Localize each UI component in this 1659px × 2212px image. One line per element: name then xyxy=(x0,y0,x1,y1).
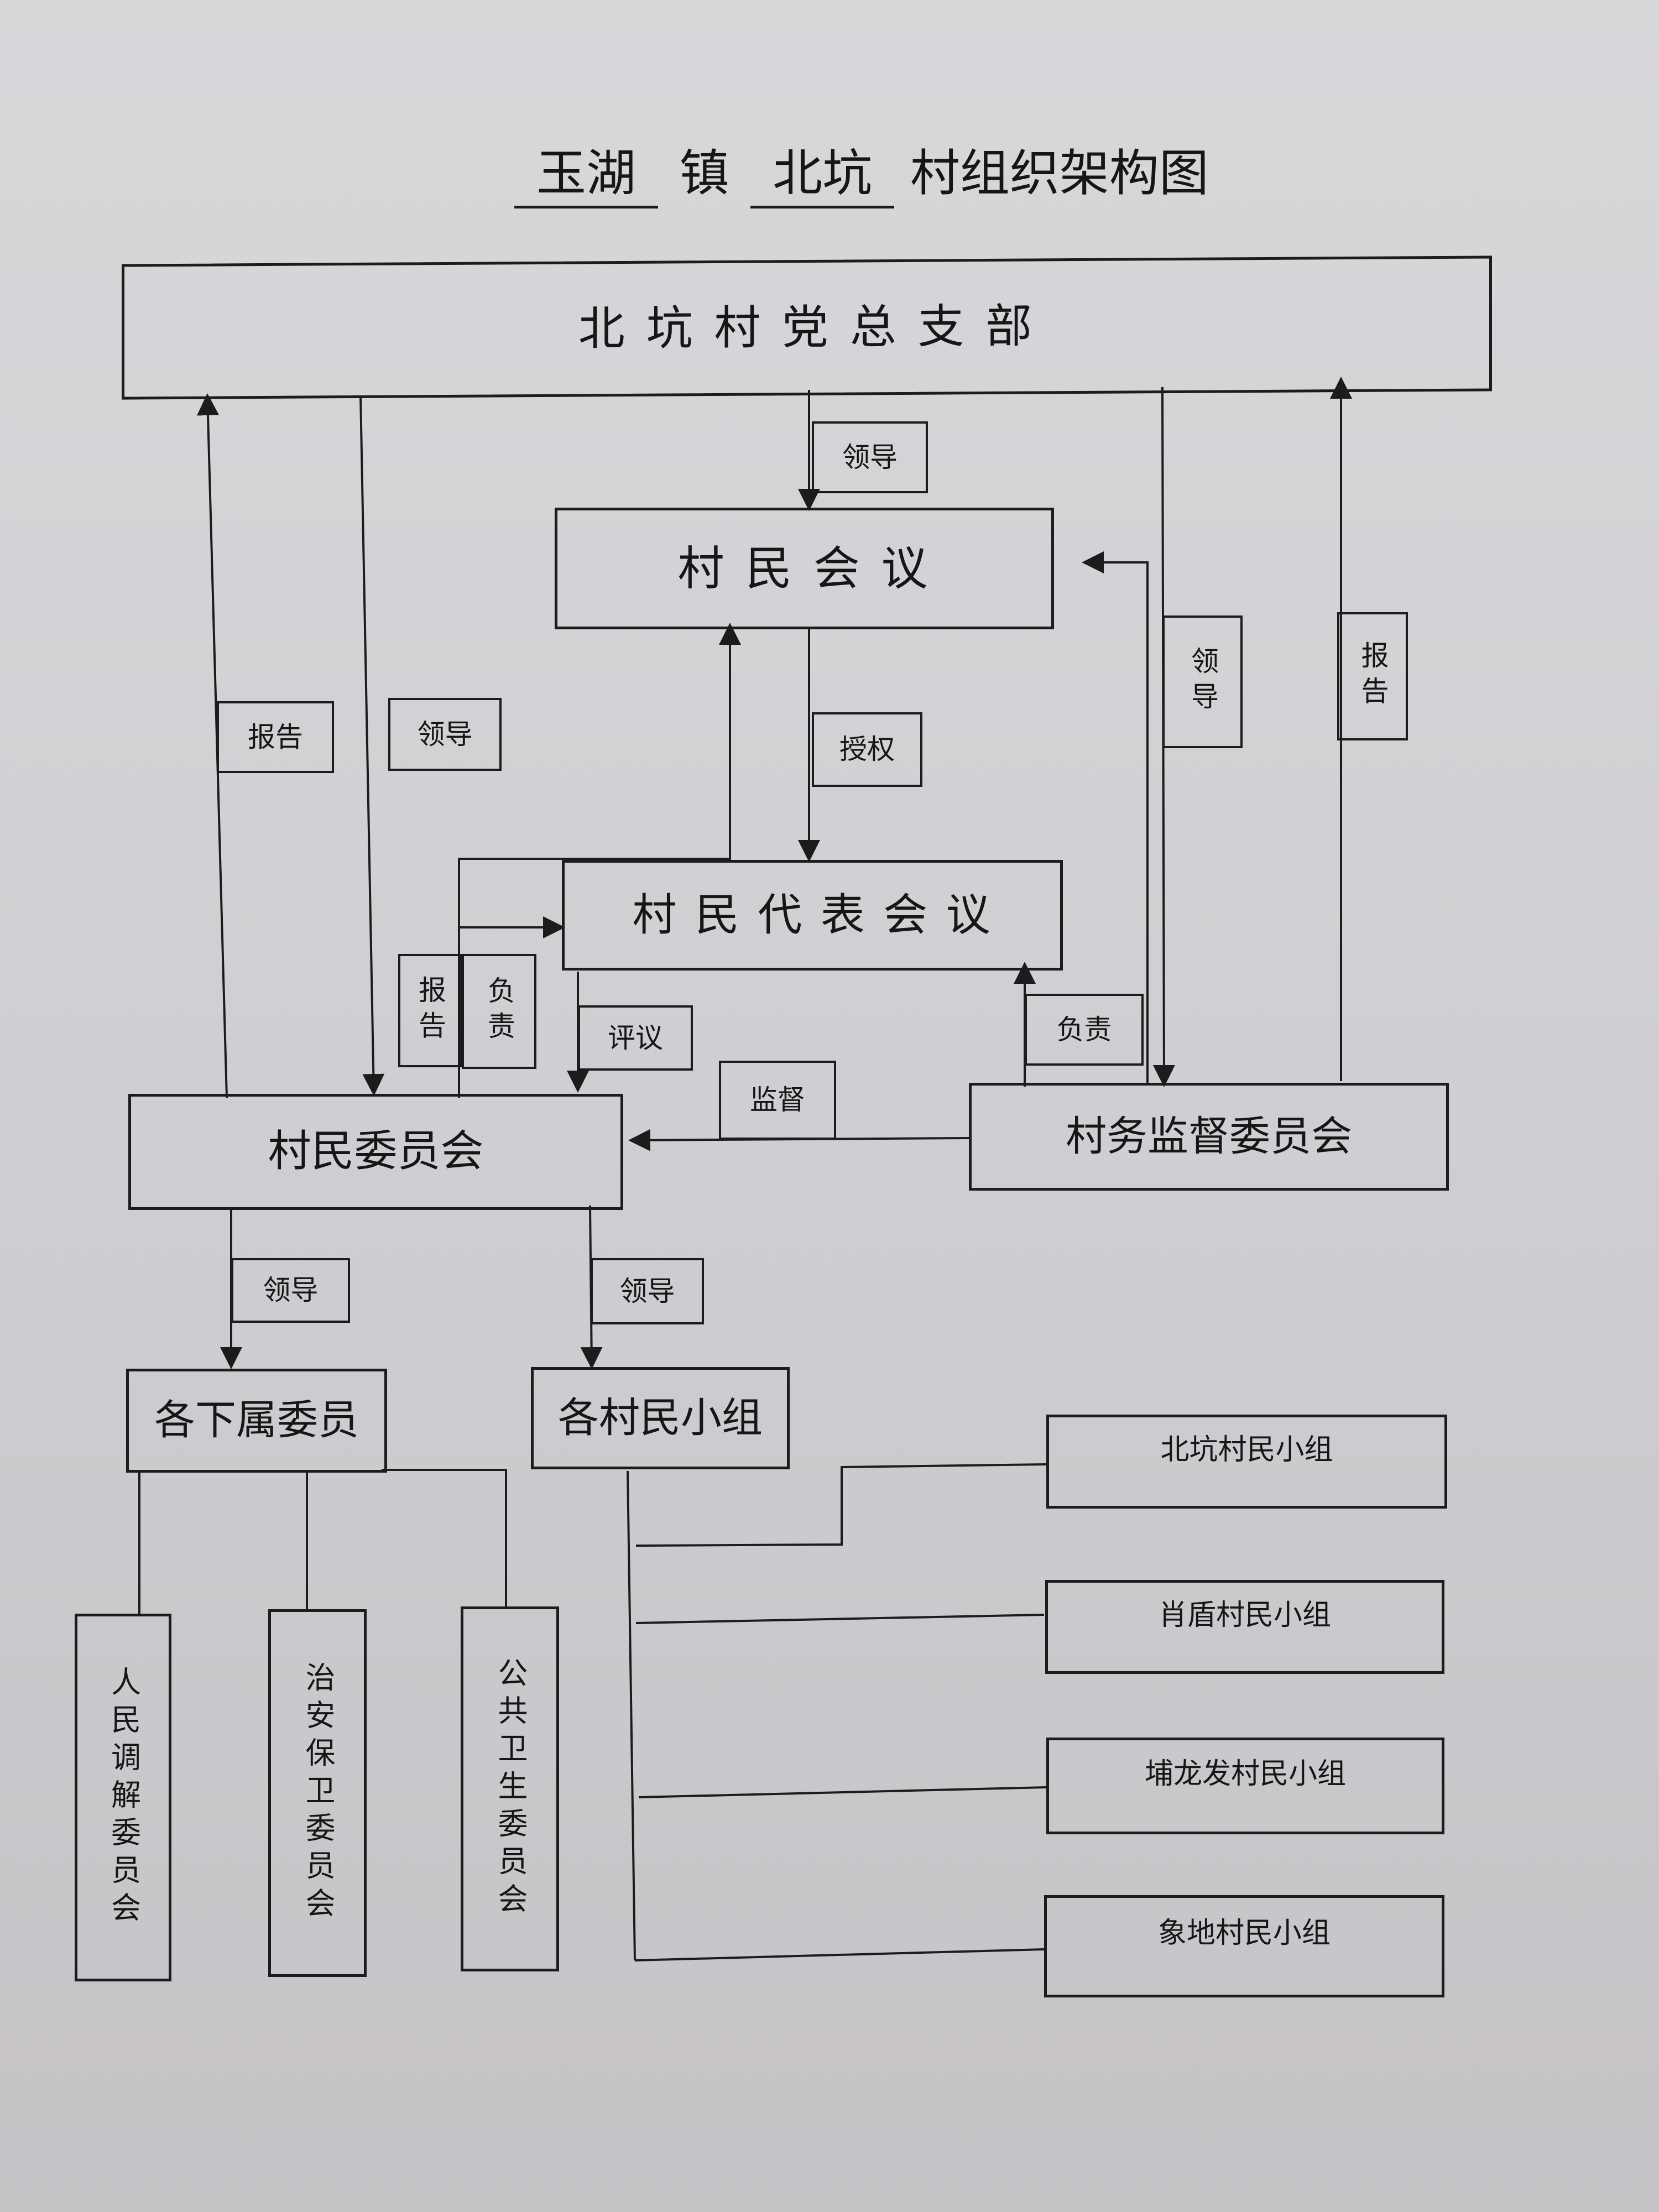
node-group-xiangdi-label: 象地村民小组 xyxy=(1157,1917,1331,1950)
node-group-beikeng-label: 北坑村民小组 xyxy=(1160,1433,1333,1467)
edge-label-lead-left: 领导 xyxy=(388,698,502,771)
edge-label-lead-party-meeting: 领导 xyxy=(812,421,928,493)
node-supervision-committee-label: 村务监督委员会 xyxy=(1066,1112,1352,1160)
node-mediation-committee: 人民调解委员会 xyxy=(75,1614,171,1981)
edge-label-text: 授权 xyxy=(839,733,895,765)
node-security-committee-label: 治安保卫委员会 xyxy=(300,1661,336,1925)
node-group-xiaodun: 肖盾村民小组 xyxy=(1045,1580,1444,1674)
edge-label-text: 负责 xyxy=(483,976,515,1047)
node-group-xiaodun-label: 肖盾村民小组 xyxy=(1158,1599,1331,1632)
title-zhen: 镇 xyxy=(679,144,729,202)
title-town: 玉湖 xyxy=(514,133,658,208)
edge-label-text: 领导 xyxy=(417,718,473,750)
node-villagers-committee-label: 村民委员会 xyxy=(268,1126,484,1177)
node-supervision-committee: 村务监督委员会 xyxy=(969,1083,1449,1191)
edge-label-review: 评议 xyxy=(578,1005,693,1071)
edge-label-lead-right: 领导 xyxy=(1162,615,1243,748)
edge-label-report-mid: 报告 xyxy=(398,954,462,1067)
edge-label-text: 负责 xyxy=(1056,1013,1112,1046)
title-suffix: 村组织架构图 xyxy=(910,144,1209,202)
node-group-bulongfa: 埔龙发村民小组 xyxy=(1046,1738,1444,1834)
edge-label-text: 监督 xyxy=(750,1084,805,1116)
node-villagers-meeting-label: 村 民 会 议 xyxy=(677,541,931,596)
node-representatives-meeting-label: 村 民 代 表 会 议 xyxy=(632,889,993,941)
node-health-committee: 公共卫生委员会 xyxy=(461,1606,559,1971)
edge-label-text: 评议 xyxy=(608,1021,663,1054)
edge-label-responsible-mid: 负责 xyxy=(462,954,536,1069)
node-villager-groups: 各村民小组 xyxy=(531,1367,790,1469)
edge-label-text: 报告 xyxy=(248,721,303,753)
edge-label-text: 领导 xyxy=(1187,646,1219,717)
edge-label-report-right: 报告 xyxy=(1337,612,1408,740)
node-villager-groups-label: 各村民小组 xyxy=(558,1394,763,1442)
edge-label-report-left: 报告 xyxy=(217,701,334,773)
edge-label-authorize: 授权 xyxy=(812,712,922,787)
edge-label-responsible-right: 负责 xyxy=(1025,994,1144,1066)
node-mediation-committee-label: 人民调解委员会 xyxy=(106,1666,141,1929)
node-health-committee-label: 公共卫生委员会 xyxy=(493,1657,528,1921)
node-party-branch-label: 北 坑 村 党 总 支 部 xyxy=(578,299,1036,356)
edge-label-text: 报告 xyxy=(414,975,446,1046)
title-village: 北坑 xyxy=(750,133,895,208)
edge-label-text: 领导 xyxy=(263,1274,319,1306)
page-title: 玉湖 镇 北坑 村组织架构图 xyxy=(514,133,1233,208)
node-security-committee: 治安保卫委员会 xyxy=(268,1609,367,1977)
edge-label-text: 领导 xyxy=(619,1275,675,1307)
node-subordinate-committees: 各下属委员 xyxy=(126,1369,387,1473)
node-party-branch: 北 坑 村 党 总 支 部 xyxy=(122,255,1492,400)
node-group-bulongfa-label: 埔龙发村民小组 xyxy=(1144,1757,1346,1791)
node-group-xiangdi: 象地村民小组 xyxy=(1044,1895,1444,1997)
edge-label-text: 报告 xyxy=(1357,641,1389,712)
edge-label-lead-groups: 领导 xyxy=(591,1258,704,1324)
edge-label-text: 领导 xyxy=(842,441,898,473)
node-villagers-meeting: 村 民 会 议 xyxy=(555,508,1054,629)
edge-label-lead-subordinate: 领导 xyxy=(231,1258,350,1323)
edge-label-supervise: 监督 xyxy=(719,1061,836,1140)
node-representatives-meeting: 村 民 代 表 会 议 xyxy=(562,860,1063,971)
node-villagers-committee: 村民委员会 xyxy=(128,1094,623,1210)
node-subordinate-committees-label: 各下属委员 xyxy=(154,1396,359,1444)
node-group-beikeng: 北坑村民小组 xyxy=(1046,1415,1447,1509)
